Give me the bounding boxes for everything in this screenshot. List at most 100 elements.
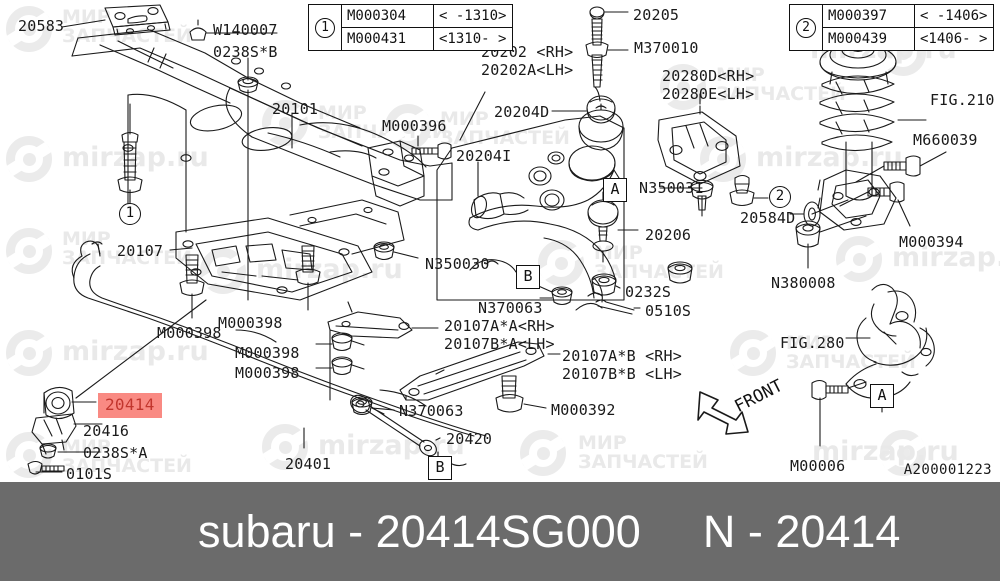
part-label-20584d: 20584D	[740, 209, 796, 227]
circled-number-1: 1	[315, 17, 335, 38]
part-label-m000394: M000394	[899, 233, 964, 251]
part-label-0232s: 0232S	[625, 283, 672, 301]
part-label-20206: 20206	[645, 226, 692, 244]
part-label-n380008: N380008	[771, 274, 836, 292]
diagram-id-code: A200001223	[903, 462, 992, 478]
part-label-20205: 20205	[633, 6, 680, 24]
part-label-n350030: N350030	[425, 255, 490, 273]
part-M000398-nut-d	[331, 356, 365, 376]
legend-part-number: M000431	[342, 28, 434, 50]
part-label-m660039: M660039	[913, 131, 978, 149]
part-label-m000398a: M000398	[157, 324, 222, 342]
front-direction-arrow	[697, 391, 749, 435]
leader-20420	[435, 437, 441, 441]
bottom-banner: subaru - 20414SG000 N - 20414	[0, 482, 1000, 581]
part-20414-bushing	[43, 386, 75, 420]
part-label-m000398b: M000398	[218, 314, 283, 332]
part-M000394-bolt	[839, 181, 905, 207]
part-M000398-nut-c	[331, 332, 365, 352]
part-M000398-bolt-a	[179, 254, 205, 297]
part-20204D-bush	[586, 95, 616, 124]
part-20206-balljoint	[587, 199, 619, 263]
legend-row: M000431 <1310- >	[342, 28, 512, 50]
legend-date-range: <1310- >	[439, 31, 507, 47]
legend-key-1: 1	[309, 5, 342, 50]
callout-b-lower: B	[428, 456, 452, 480]
part-label-20401: 20401	[285, 455, 332, 473]
part-20107-brace-lower	[399, 341, 545, 401]
banner-brand-part: subaru - 20414SG000	[198, 505, 641, 557]
part-label-m000392: M000392	[551, 401, 616, 419]
circled-number-2: 2	[796, 17, 816, 38]
legend-table-2: 2 M000397 < -1406> M000439 <1406- >	[789, 4, 994, 51]
callout-a-upper: A	[603, 178, 627, 202]
leader-N370063-b	[371, 407, 395, 411]
part-0232S-nut	[591, 273, 617, 296]
part-label-20416: 20416	[83, 422, 130, 440]
part-20205-stud	[585, 6, 609, 102]
callout-a-lower: A	[870, 384, 894, 408]
part-strut-spring-assembly	[817, 40, 897, 231]
part-M00006-bolt	[811, 379, 867, 401]
part-N370063-nut-b	[351, 396, 385, 416]
part-label-20107bb: 20107B*B <LH>	[562, 365, 682, 383]
part-0510S-pin	[595, 299, 635, 315]
part-0232S-right	[667, 261, 693, 284]
legend-row: M000439 <1406- >	[823, 28, 993, 50]
part-label-20101: 20101	[272, 100, 319, 118]
part-M660039-bolt	[855, 155, 921, 183]
legend-part-number: M000304	[342, 5, 434, 27]
part-M000398-bolt-b	[295, 245, 321, 286]
leader-M000392	[523, 403, 547, 409]
part-M000392-bolt	[495, 375, 524, 413]
part-label-20107: 20107	[117, 242, 164, 260]
part-label-w140007: W140007	[213, 21, 278, 39]
legend-part-number: M000439	[823, 28, 915, 50]
highlighted-part-20414[interactable]: 20414	[98, 393, 162, 418]
part-20583-plate	[104, 4, 171, 36]
part-20401-stabilizer-bar	[71, 240, 487, 467]
legend-row: M000304 < -1310>	[342, 5, 512, 28]
part-N380008-nut	[795, 215, 867, 248]
part-label-n350031: N350031	[639, 179, 704, 197]
part-label-0510s: 0510S	[645, 302, 692, 320]
banner-alt-part: N - 20414	[702, 505, 901, 557]
part-ref2-bolt	[729, 174, 755, 207]
legend-key-2: 2	[790, 5, 823, 50]
part-20107-undercover	[175, 217, 373, 301]
front-arrow-group: FRONT	[700, 376, 820, 442]
part-label-m00006: M00006	[790, 457, 846, 475]
part-W140007-plug	[189, 19, 207, 41]
part-label-m370010: M370010	[634, 39, 699, 57]
leader-20583	[61, 19, 106, 28]
legend-part-number: M000397	[823, 5, 915, 27]
part-label-0101s: 0101S	[66, 465, 113, 483]
circled-ref-1: 1	[119, 203, 141, 225]
part-label-0238sb: 0238S*B	[213, 43, 278, 61]
leader-20414-to-bar	[75, 299, 207, 399]
part-label-20107ab: 20107A*B <RH>	[562, 347, 682, 365]
leader-20107	[169, 247, 193, 251]
leader-20202	[459, 91, 486, 141]
part-label-20583: 20583	[18, 17, 65, 35]
part-label-20280elh: 20280E<LH>	[662, 85, 755, 103]
legend-date-range: < -1406>	[920, 8, 988, 24]
legend-rows-2: M000397 < -1406> M000439 <1406- >	[823, 5, 993, 50]
part-label-m000398d: M000398	[235, 364, 300, 382]
part-label-20280drh: 20280D<RH>	[662, 67, 755, 85]
part-label-fig280: FIG.280	[780, 334, 845, 352]
legend-rows-1: M000304 < -1310> M000431 <1310- >	[342, 5, 512, 50]
part-label-20202alh: 20202A<LH>	[481, 61, 574, 79]
part-N350030-nut	[373, 241, 395, 261]
circled-ref-2-center: 2	[769, 186, 791, 208]
leader-M000394	[897, 199, 911, 227]
legend-date-range: <1406- >	[920, 31, 988, 47]
part-20202-control-arm	[468, 103, 624, 311]
part-20202-control-arm-outline	[436, 115, 625, 301]
part-label-m000398c: M000398	[235, 344, 300, 362]
part-label-0238sa: 0238S*A	[83, 444, 148, 462]
callout-b-upper: B	[516, 265, 540, 289]
legend-row: M000397 < -1406>	[823, 5, 993, 28]
